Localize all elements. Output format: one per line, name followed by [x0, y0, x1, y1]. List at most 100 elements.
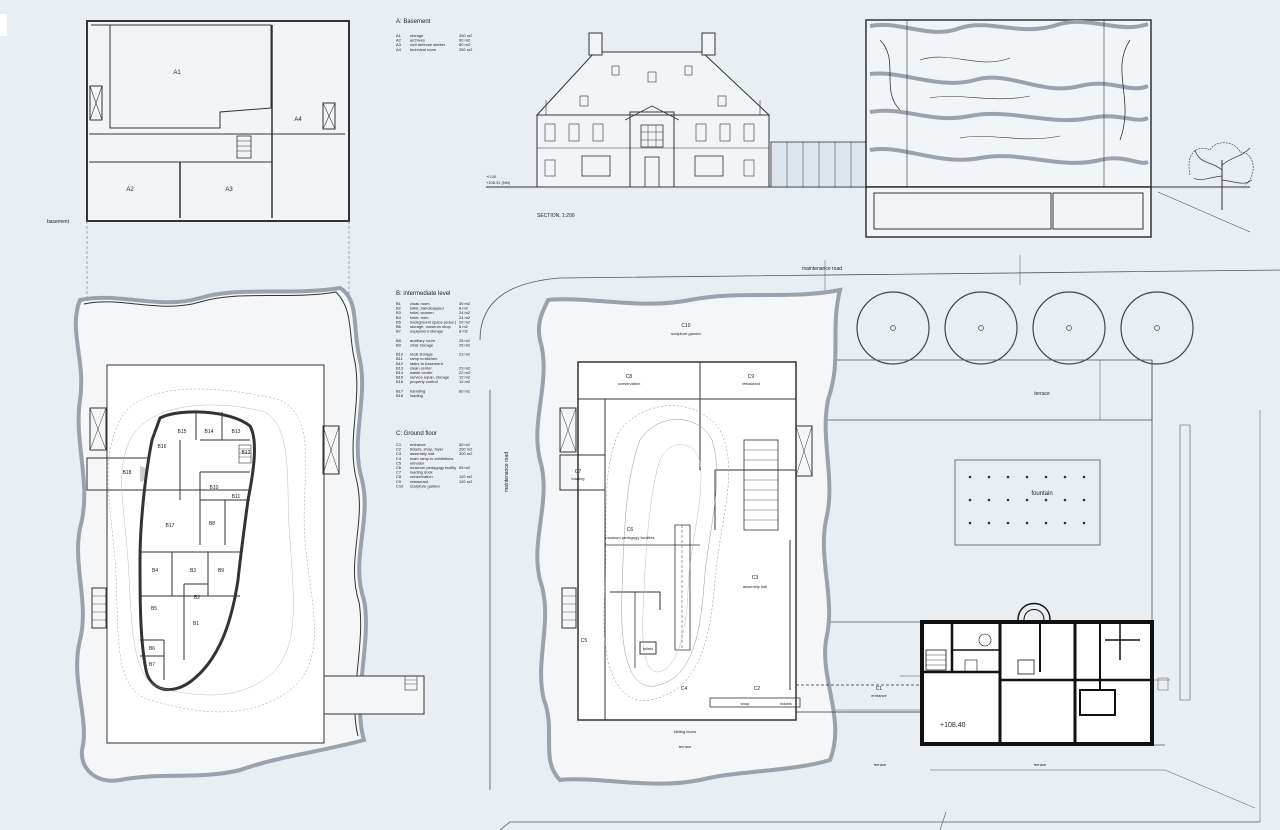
legend-code: B12 [396, 361, 404, 366]
legend-code: B4 [396, 315, 402, 320]
room-b4-label: B4 [152, 568, 158, 574]
legend-code: B13 [396, 365, 404, 370]
legend-name: storage [410, 33, 424, 38]
legend-area: 23 m2 [459, 352, 471, 357]
fountain-jet [1082, 475, 1086, 479]
room-b12-label: B12 [242, 450, 251, 456]
loading-label: loading [572, 476, 585, 481]
fountain-jet [1082, 521, 1086, 525]
legend-area: 23 m2 [459, 365, 471, 370]
room-c7-label: C7 [575, 469, 582, 475]
room-b14-label: B14 [205, 429, 214, 435]
maintenance-road-top-label: maintenance road [802, 266, 842, 272]
fountain-jet [1006, 475, 1010, 479]
room-b16-label: B16 [158, 444, 167, 450]
room-b3-label: B3 [190, 568, 196, 574]
legend-area: 50 m2 [459, 442, 471, 447]
legend-name: waste center [410, 370, 433, 375]
legend-code: B17 [396, 388, 404, 393]
entrance-label: entrance [871, 693, 887, 698]
legend-code: B1 [396, 301, 402, 306]
legend-code: C4 [396, 456, 402, 461]
legend-code: B9 [396, 342, 402, 347]
legend-name: tickets, shop, foyer [410, 447, 444, 452]
legend-name: technical room [410, 47, 437, 52]
legend-code: B8 [396, 338, 402, 343]
room-a3-label: A3 [225, 187, 233, 193]
room-b15-label: B15 [178, 429, 187, 435]
legend-area: 120 m2 [459, 474, 473, 479]
room-b5-label: B5 [151, 606, 157, 612]
fountain-jet [987, 521, 991, 525]
room-c3-label: C3 [752, 575, 759, 581]
legend-code: B10 [396, 352, 404, 357]
fountain-jet [1063, 498, 1067, 502]
fountain-jet [968, 521, 972, 525]
room-a2-label: A2 [126, 187, 134, 193]
section-caption: SECTION, 1:200 [537, 213, 575, 219]
legend-code: B5 [396, 319, 402, 324]
legend-name: sculpture garden [410, 483, 440, 488]
legend-area: 22 m2 [459, 370, 471, 375]
room-b17-label: B17 [166, 523, 175, 529]
museum-pedagogy-label: museum pedagogy facilities [605, 535, 654, 540]
room-b1-label: B1 [193, 621, 199, 627]
fountain-jet [1006, 521, 1010, 525]
legend-name: clean center [410, 365, 432, 370]
room-b2-label: B2 [194, 595, 200, 601]
legend-name: toilet, men [410, 315, 428, 320]
legend-name: conservation [410, 474, 433, 479]
terrace-right-label: terrace [1034, 762, 1047, 767]
fountain-jet [1063, 475, 1067, 479]
maintenance-road-left-label: maintenance road [504, 452, 510, 492]
legend-basement-heading: A: Basement [396, 19, 431, 25]
sculpture-garden-label: sculpture garden [671, 331, 701, 336]
room-a4-label: A4 [294, 117, 302, 123]
fountain-jet [968, 498, 972, 502]
room-b8-label: B8 [209, 521, 215, 527]
fountain-jet [1025, 475, 1029, 479]
legend-name: property control [410, 379, 438, 384]
legend-name: civil defence shelter [410, 42, 446, 47]
legend-name: toilet, women [410, 310, 434, 315]
legend-name: loading dock [410, 470, 432, 475]
room-b9-label: B9 [218, 568, 224, 574]
section-level-b: +108.31 (NN) [486, 180, 511, 185]
restaurant-label: restaurant [742, 381, 761, 386]
legend-code: C8 [396, 474, 402, 479]
level-label: +108.40 [940, 722, 966, 729]
legend-area: 120 m2 [459, 479, 473, 484]
legend-area: 80 m2 [459, 42, 471, 47]
legend-area: 25 m2 [459, 342, 471, 347]
legend-area: 90 m2 [459, 38, 471, 43]
legend-name: restaurant [410, 479, 429, 484]
legend-code: B11 [396, 356, 404, 361]
legend-name: local storage [410, 352, 433, 357]
legend-area: 350 m2 [459, 33, 473, 38]
fountain-jet [1025, 498, 1029, 502]
legend-name: toilet, handicapped [410, 306, 444, 311]
legend-code: B18 [396, 393, 404, 398]
shop-label: shop [741, 701, 750, 706]
legend-name: handling [410, 388, 425, 393]
legend-area: 8 m2 [459, 329, 469, 334]
ground-floor-plan [535, 287, 920, 786]
legend-area: 8 m2 [459, 306, 469, 311]
legend-name: background space (educ.) [410, 319, 457, 324]
legend-area: 30 m2 [459, 301, 471, 306]
legend-name: elevator [410, 460, 425, 465]
terrace-top-label: terrace [1034, 391, 1050, 397]
fountain-jet [1044, 498, 1048, 502]
legend-name: ramp to kitchen [410, 356, 437, 361]
room-c10-label: C10 [681, 323, 690, 329]
legend-code: B15 [396, 375, 404, 380]
legend-area: 20 m2 [459, 319, 471, 324]
legend-code: C1 [396, 442, 402, 447]
tickets-label: tickets [780, 701, 791, 706]
legend-area: 200 m2 [459, 447, 473, 452]
legend-area: 24 m2 [459, 310, 471, 315]
legend-name: museum pedagogy facility [410, 465, 456, 470]
legend-code: B6 [396, 324, 402, 329]
